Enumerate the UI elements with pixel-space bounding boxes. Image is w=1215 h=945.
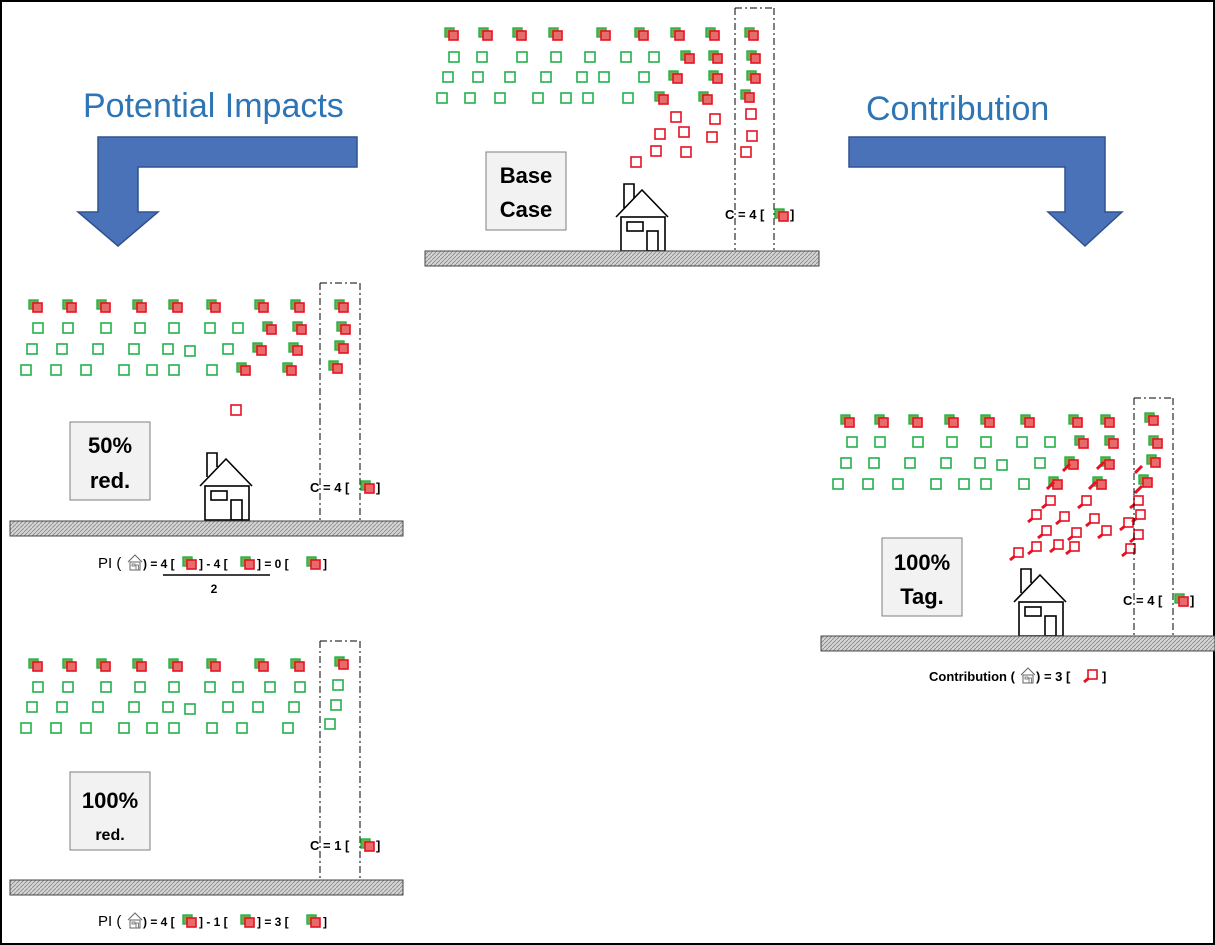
label-line1: 100% (82, 788, 138, 813)
panel-tagging: 100% Tag. C = 4 [ ] Contribution ( ) = 3… (820, 397, 1215, 684)
svg-text:PI (: PI ( (98, 913, 121, 930)
label-line1: 100% (894, 550, 950, 575)
formula: Contribution ( ) = 3 [ ] (929, 667, 1106, 684)
formula: PI ( ) = 4 [ ] - 4 [ ] = 0 [ ] 2 (98, 554, 327, 596)
svg-text:] = 0 [: ] = 0 [ (257, 557, 289, 571)
c-value: C = 1 [ (310, 838, 350, 853)
arrow-potential-impacts (75, 136, 358, 247)
panel-full-reduction: 100% red. C = 1 [ ] PI ( ) = 4 [ ] - 1 [… (9, 640, 404, 930)
arrow-contribution (848, 136, 1124, 248)
particle-cloud (436, 27, 761, 168)
svg-text:]: ] (323, 557, 327, 571)
title-potential-impacts: Potential Impacts (83, 87, 344, 125)
svg-text:) = 4 [: ) = 4 [ (143, 557, 175, 571)
label-line2: red. (95, 827, 124, 844)
label-box (69, 421, 151, 501)
label-line1: Base (500, 163, 553, 188)
house-icon (199, 452, 253, 521)
svg-text:Contribution (: Contribution ( (929, 669, 1016, 684)
house-small-icon (127, 554, 143, 571)
panel-base-case: Base Case C = 4 [ ] (424, 7, 820, 267)
svg-text:] - 1 [: ] - 1 [ (199, 915, 228, 929)
house-icon (1013, 568, 1067, 637)
svg-text:) = 3 [: ) = 3 [ (1036, 669, 1071, 684)
particle-cloud (20, 299, 351, 416)
ground-surface (820, 635, 1215, 652)
panel-half-reduction: 50% red. C = 4 [ ] PI ( ) = 4 [ ] - 4 [ … (9, 282, 404, 596)
svg-text:]: ] (1190, 593, 1194, 608)
c-value: C = 4 [ (310, 480, 350, 495)
c-value: C = 4 [ (1123, 593, 1163, 608)
formula: PI ( ) = 4 [ ] - 1 [ ] = 3 [ ] (98, 912, 327, 930)
label-line2: Case (500, 197, 553, 222)
svg-text:]: ] (323, 915, 327, 929)
c-value: C = 4 [ (725, 207, 765, 222)
svg-text:]: ] (376, 838, 380, 853)
ground-surface (9, 879, 404, 896)
particle-glyph (774, 208, 789, 222)
label-line2: red. (90, 468, 130, 493)
svg-text:PI (: PI ( (98, 555, 121, 572)
svg-text:) = 4 [: ) = 4 [ (143, 915, 175, 929)
ground-surface (9, 520, 404, 537)
svg-text:] - 4 [: ] - 4 [ (199, 557, 228, 571)
house-icon (615, 183, 669, 252)
svg-text:] = 3 [: ] = 3 [ (257, 915, 289, 929)
svg-text:]: ] (790, 207, 794, 222)
particle-cloud (20, 656, 349, 734)
denominator: 2 (211, 582, 218, 596)
ground-surface (424, 250, 820, 267)
house-small-icon (127, 912, 143, 929)
label-box (881, 537, 963, 617)
label-line1: 50% (88, 433, 132, 458)
label-box (69, 771, 151, 851)
house-small-icon (1020, 667, 1036, 684)
svg-text:]: ] (1102, 669, 1106, 684)
title-contribution: Contribution (866, 90, 1049, 128)
label-box (485, 151, 567, 231)
svg-text:]: ] (376, 480, 380, 495)
label-line2: Tag. (900, 584, 944, 609)
